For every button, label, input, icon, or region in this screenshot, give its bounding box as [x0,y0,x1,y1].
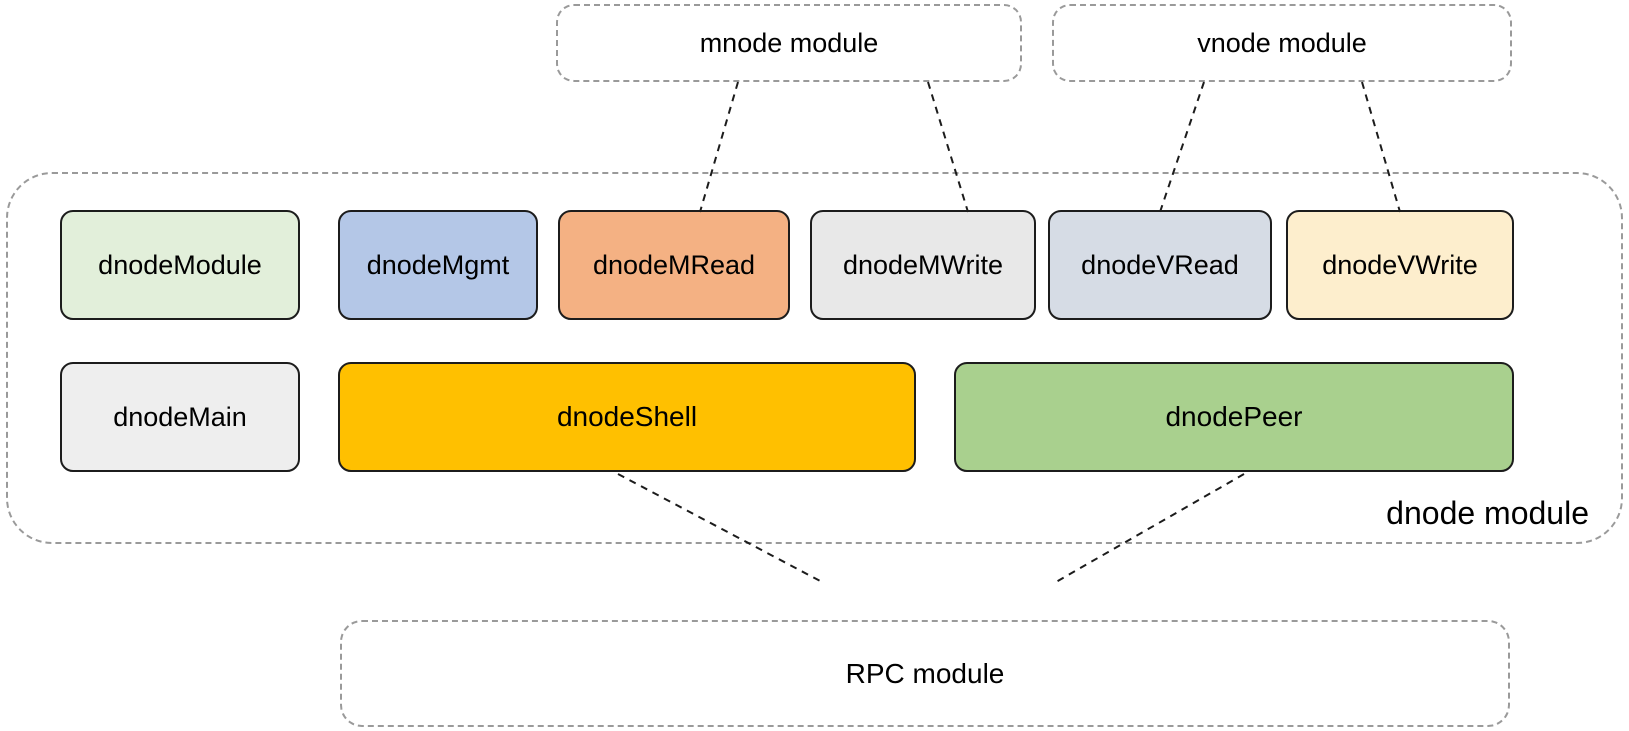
dnode-vwrite-box-label: dnodeVWrite [1322,249,1478,280]
dnode-main-box-label: dnodeMain [113,401,247,432]
dnode-mgmt-box-label: dnodeMgmt [366,249,510,280]
mnode-module-container[interactable]: mnode module [556,4,1022,82]
dnode-mgmt-box[interactable]: dnodeMgmt [338,210,538,320]
dnode-shell-box[interactable]: dnodeShell [338,362,916,472]
dnode-peer-box-label: dnodePeer [1165,401,1303,432]
dnode-vread-box-label: dnodeVRead [1081,249,1239,280]
dnode-shell-box-label: dnodeShell [556,401,698,432]
rpc-module-label: RPC module [845,657,1005,689]
vnode-module-label: vnode module [1197,27,1367,58]
dnode-vread-box[interactable]: dnodeVRead [1048,210,1272,320]
dnode-module-box[interactable]: dnodeModule [60,210,300,320]
dnode-peer-box[interactable]: dnodePeer [954,362,1514,472]
dnode-main-box[interactable]: dnodeMain [60,362,300,472]
dnode-module-container[interactable]: dnodeModule dnodeMgmt dnodeMRead dnodeMW… [6,172,1623,544]
dnode-mread-box-label: dnodeMRead [592,249,756,280]
dnode-vwrite-box[interactable]: dnodeVWrite [1286,210,1514,320]
dnode-module-label: dnode module [1386,495,1589,531]
dnode-mread-box[interactable]: dnodeMRead [558,210,790,320]
rpc-module-container[interactable]: RPC module [340,620,1510,727]
mnode-module-label: mnode module [699,27,879,58]
dnode-module-box-label: dnodeModule [98,249,262,280]
dnode-mwrite-box[interactable]: dnodeMWrite [810,210,1036,320]
vnode-module-container[interactable]: vnode module [1052,4,1512,82]
dnode-mwrite-box-label: dnodeMWrite [842,249,1004,280]
